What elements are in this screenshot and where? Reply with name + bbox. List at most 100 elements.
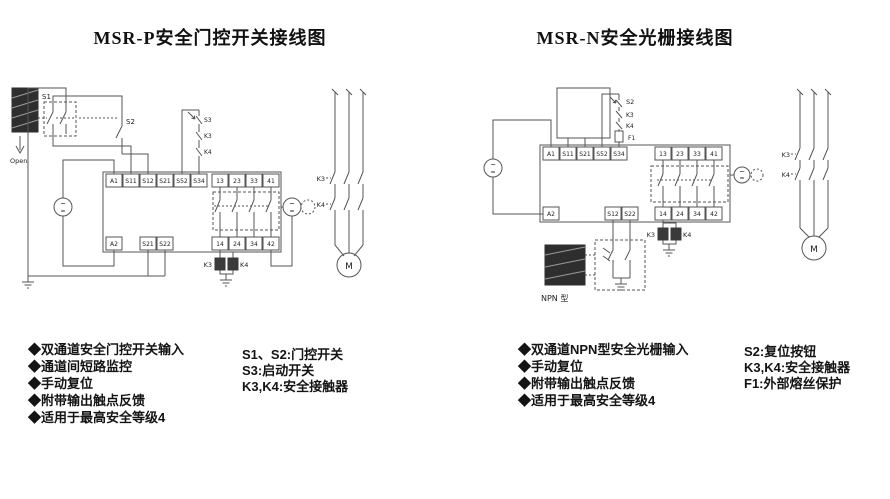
s3-label: S3 — [204, 117, 212, 124]
ground-symbol-left — [22, 276, 34, 289]
supply-dc-symbol: = — [739, 175, 744, 182]
open-direction-arrow-icon — [15, 136, 25, 155]
terminal-label: 41 — [710, 151, 718, 158]
three-phase-motor-circuit — [791, 88, 832, 261]
terminal-label: 34 — [250, 241, 258, 248]
feature-item: ◆附带输出触点反馈 — [28, 393, 146, 408]
power-supply-left-icon — [53, 159, 115, 267]
top-terminal-boxes — [542, 146, 723, 161]
legend-item: K3,K4:安全接触器 — [242, 379, 349, 394]
terminal-label: S21 — [142, 241, 154, 248]
right-legend: S2:复位按钮 K3,K4:安全接触器 F1:外部熔丝保护 — [744, 344, 850, 392]
s1-label: S1 — [42, 93, 51, 101]
supply-ac-symbol: ~ — [60, 200, 66, 208]
terminal-label: S34 — [613, 151, 625, 158]
k3-feedback-label: K3 — [204, 133, 212, 140]
terminal-label: S11 — [125, 178, 137, 185]
contactor-coils — [214, 250, 239, 287]
right-wiring-diagram: S2 K3 K4 F1 ~ = ~ = A1 S11 S21 S52 S34 1… — [483, 87, 832, 303]
terminal-label: 42 — [710, 211, 718, 218]
k4-coil-label: K4 — [683, 231, 691, 239]
terminal-label: S12 — [142, 178, 154, 185]
terminal-label: 33 — [693, 151, 701, 158]
terminal-label: 24 — [676, 211, 684, 218]
terminal-label: S21 — [159, 178, 171, 185]
k3-contact-label: K3 — [317, 175, 325, 183]
feature-item: ◆适用于最高安全等级4 — [518, 393, 656, 408]
safety-relay-body — [102, 171, 282, 253]
npn-type-label: NPN 型 — [541, 294, 568, 303]
terminal-label: 33 — [250, 178, 258, 185]
terminal-label: 23 — [676, 151, 684, 158]
s3-reset-chain — [181, 109, 203, 174]
k4-feedback-label: K4 — [204, 149, 212, 156]
terminal-label: S11 — [562, 151, 574, 158]
output-contacts — [650, 160, 729, 207]
left-legend: S1、S2:门控开关 S3:启动开关 K3,K4:安全接触器 — [242, 347, 348, 395]
k3-coil-label: K3 — [204, 261, 212, 269]
terminal-label: 23 — [233, 178, 241, 185]
terminal-label: A1 — [110, 178, 118, 185]
supply-dc-symbol: = — [289, 208, 294, 215]
three-phase-motor-circuit — [326, 88, 367, 278]
legend-item: F1:外部熔丝保护 — [744, 376, 842, 391]
supply-ac-symbol: ~ — [289, 200, 295, 208]
right-diagram-title: MSR-N安全光栅接线图 — [536, 28, 734, 48]
legend-item: S3:启动开关 — [242, 363, 315, 378]
left-feature-list: ◆双通道安全门控开关输入 ◆通道间短路监控 ◆手动复位 ◆附带输出触点反馈 ◆适… — [28, 341, 184, 426]
terminal-label: 42 — [267, 241, 275, 248]
supply-dc-symbol: = — [490, 169, 495, 176]
npn-sensor-block — [544, 220, 646, 291]
legend-item: K3,K4:安全接触器 — [744, 360, 851, 375]
motor-label: M — [345, 262, 353, 272]
legend-item: S1、S2:门控开关 — [242, 347, 344, 362]
safety-relay-body — [539, 144, 731, 223]
s2-label: S2 — [626, 98, 634, 106]
contactor-coils — [657, 220, 682, 257]
feature-item: ◆手动复位 — [28, 376, 94, 391]
feature-item: ◆双通道NPN型安全光栅输入 — [518, 342, 689, 357]
legend-item: S2:复位按钮 — [744, 344, 817, 359]
feature-item: ◆通道间短路监控 — [28, 359, 133, 374]
left-diagram-title: MSR-P安全门控开关接线图 — [93, 28, 327, 48]
k3-feedback-label: K3 — [626, 112, 634, 119]
supply-dc-symbol: = — [60, 208, 65, 215]
terminal-label: S21 — [579, 151, 591, 158]
motor-label: M — [810, 245, 818, 255]
right-feature-list: ◆双通道NPN型安全光栅输入 ◆手动复位 ◆附带输出触点反馈 ◆适用于最高安全等… — [518, 341, 688, 409]
power-supply-left-icon — [483, 119, 552, 215]
k4-feedback-label: K4 — [626, 123, 634, 130]
terminal-label: 34 — [693, 211, 701, 218]
channel1-wiring — [52, 95, 132, 174]
terminal-label: A2 — [110, 241, 118, 248]
left-wiring-diagram: S1 Open S2 S3 K3 K4 ~ = ~ = A1 S11 S12 S… — [10, 87, 367, 289]
output-contacts — [212, 187, 280, 237]
terminal-label: S52 — [176, 178, 188, 185]
terminal-label: S52 — [596, 151, 608, 158]
k3-coil-label: K3 — [647, 231, 655, 239]
terminal-label: S22 — [159, 241, 171, 248]
feature-item: ◆附带输出触点反馈 — [518, 376, 636, 391]
terminal-label: A2 — [547, 211, 555, 218]
power-supply-right-icon — [270, 197, 316, 267]
open-label: Open — [10, 157, 27, 165]
channel2-wiring — [27, 87, 166, 277]
motor-icon — [336, 252, 362, 278]
terminal-label: S12 — [607, 211, 619, 218]
terminal-label: S22 — [624, 211, 636, 218]
terminal-label: S34 — [193, 178, 205, 185]
terminal-label: 13 — [216, 178, 224, 185]
terminal-label: 24 — [233, 241, 241, 248]
supply-ac-symbol: ~ — [490, 161, 496, 169]
k4-contact-label: K4 — [782, 171, 790, 179]
s2-label: S2 — [126, 118, 135, 126]
terminal-label: A1 — [547, 151, 555, 158]
k4-contact-label: K4 — [317, 201, 325, 209]
s2-switch-symbol — [115, 120, 149, 174]
feature-item: ◆双通道安全门控开关输入 — [28, 342, 185, 357]
feature-item: ◆适用于最高安全等级4 — [28, 410, 166, 425]
f1-label: F1 — [628, 135, 635, 142]
terminal-label: 41 — [267, 178, 275, 185]
feature-item: ◆手动复位 — [518, 359, 584, 374]
fuse-icon — [614, 130, 624, 143]
